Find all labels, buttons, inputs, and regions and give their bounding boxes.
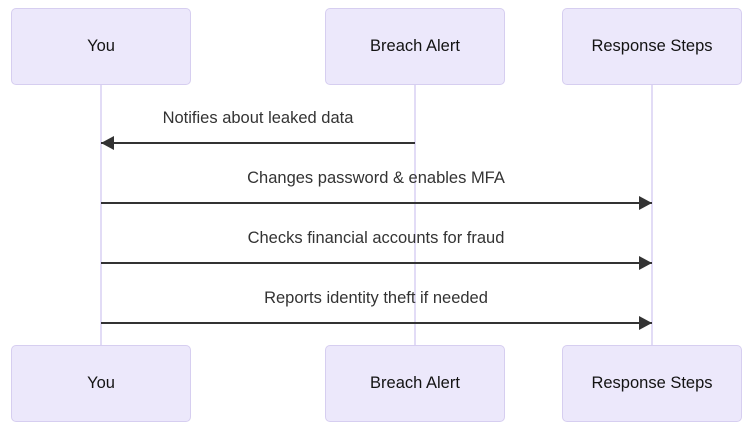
message-label-3: Checks financial accounts for fraud [247,229,505,247]
actor-box-bottom-you[interactable]: You [11,345,191,422]
actor-label-response-steps-top: Response Steps [591,37,713,56]
message-arrowhead-1 [101,136,114,150]
message-label-4: Reports identity theft if needed [264,289,488,307]
message-arrowhead-4 [639,316,652,330]
lifeline-breach-alert [414,85,416,345]
actor-box-top-you[interactable]: You [11,8,191,85]
actor-label-you-bottom: You [87,374,115,393]
actor-label-you-top: You [87,37,115,56]
message-line-4 [101,322,652,324]
message-line-2 [101,202,652,204]
actor-box-bottom-response-steps[interactable]: Response Steps [562,345,742,422]
lifeline-response-steps [651,85,653,345]
actor-box-bottom-breach-alert[interactable]: Breach Alert [325,345,505,422]
lifeline-you [100,85,102,345]
actor-label-breach-alert-bottom: Breach Alert [370,374,460,393]
message-arrowhead-3 [639,256,652,270]
message-arrowhead-2 [639,196,652,210]
message-label-1: Notifies about leaked data [162,109,354,127]
actor-box-top-breach-alert[interactable]: Breach Alert [325,8,505,85]
message-line-1 [101,142,415,144]
message-line-3 [101,262,652,264]
actor-label-breach-alert-top: Breach Alert [370,37,460,56]
actor-label-response-steps-bottom: Response Steps [591,374,713,393]
message-label-2: Changes password & enables MFA [247,169,505,187]
actor-box-top-response-steps[interactable]: Response Steps [562,8,742,85]
